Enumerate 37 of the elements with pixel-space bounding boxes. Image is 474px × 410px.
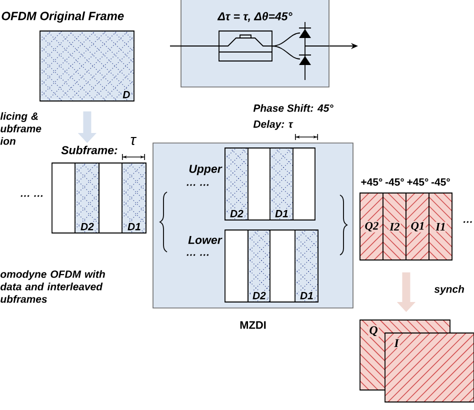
data-strip: D1 — [294, 230, 318, 302]
edge-label: synch — [434, 285, 464, 295]
node-label: Q — [370, 326, 378, 336]
data-strip: D1 — [122, 162, 146, 234]
node-label: Upper — [189, 164, 222, 176]
node-label: Subframe: — [61, 146, 118, 154]
node-label: I1 — [436, 222, 445, 230]
data-frame: OFDM Original Frame D — [2, 11, 134, 102]
data-strip: D1 — [270, 148, 294, 220]
ellipsis: … … — [186, 184, 209, 186]
node-label: Q1 — [411, 222, 424, 232]
node-label: I2 — [390, 222, 400, 230]
node-label: Q2 — [365, 222, 378, 232]
data-strip: I1 -45° — [428, 178, 452, 260]
data-strip: D2 — [248, 230, 270, 302]
node-label: OFDM Original Frame — [2, 11, 124, 23]
node-label: Lower — [188, 236, 222, 244]
interferometer-panel: Δτ = τ, Δθ=45° — [180, 0, 330, 88]
annotation-text: Delay: τ — [253, 120, 294, 130]
node-label: -45° — [385, 178, 404, 186]
iq-frame: I — [384, 332, 474, 402]
ellipsis: … … — [186, 254, 209, 256]
dimension-label: τ — [130, 137, 137, 146]
ellipsis: … … — [20, 195, 43, 197]
node-label: +45° — [361, 178, 382, 186]
annotation-text: Phase Shift: 45° — [253, 104, 334, 112]
edge-label: licing & ubframe ion — [0, 112, 42, 145]
data-strip: D2 — [224, 148, 248, 220]
caption-text: omodyne OFDM with data and interleaved ubframes — [0, 270, 105, 303]
node-label: -45° — [431, 178, 450, 186]
node-label: +45° — [407, 178, 428, 186]
data-strip: I2 -45° — [382, 178, 406, 260]
data-strip: Q1 +45° — [406, 178, 430, 260]
data-strip: D2 — [74, 162, 100, 234]
data-strip: Q2 +45° — [360, 178, 384, 260]
ellipsis: … — [463, 221, 472, 223]
node-label: MZDI — [240, 321, 266, 329]
